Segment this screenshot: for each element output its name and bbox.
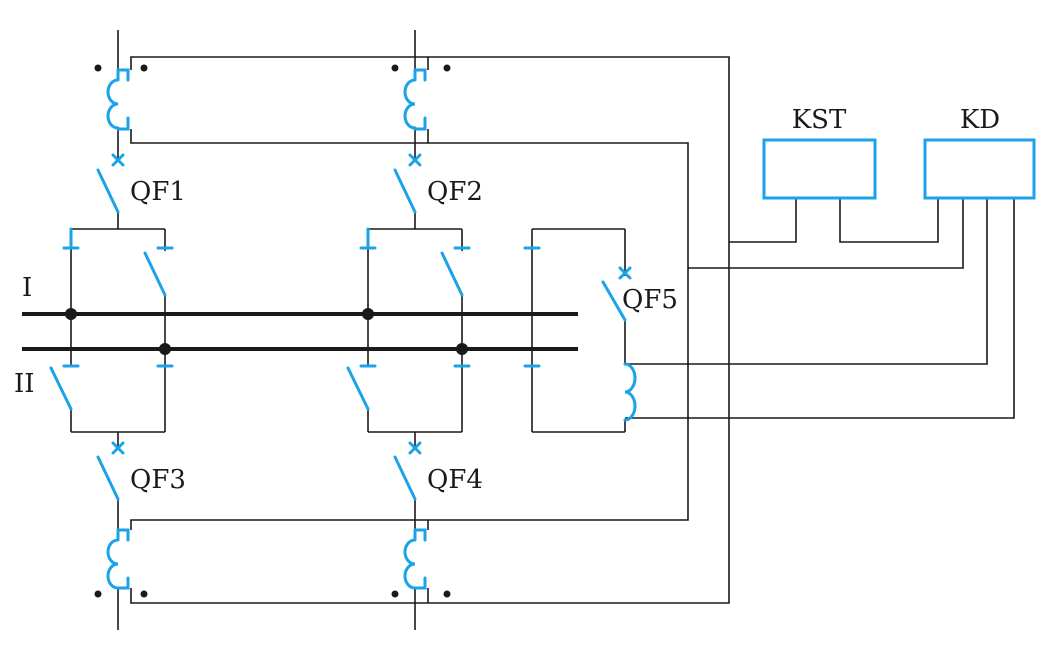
ct4-coil-icon bbox=[403, 528, 427, 590]
ct5-coil-icon bbox=[623, 362, 637, 422]
kst-label: KST bbox=[792, 105, 847, 135]
polarity-dots bbox=[94, 64, 451, 598]
qf4-x-icon bbox=[408, 441, 422, 455]
kst-box bbox=[762, 138, 877, 200]
qf1-x-icon bbox=[111, 153, 125, 167]
relay-kd: KD bbox=[923, 105, 1036, 200]
kd-label: KD bbox=[960, 105, 1000, 135]
qf5-blade bbox=[601, 280, 627, 322]
qf2-blade bbox=[393, 168, 417, 214]
ct2-coil-icon bbox=[403, 68, 427, 131]
busbar-2-label: II bbox=[14, 369, 35, 399]
qf1-label: QF1 bbox=[130, 177, 186, 207]
qf4-label: QF4 bbox=[427, 465, 483, 495]
breakers bbox=[96, 153, 632, 501]
qf3-x-icon bbox=[111, 441, 125, 455]
kd-box bbox=[923, 138, 1036, 200]
disconnectors bbox=[49, 227, 541, 411]
ct-coils bbox=[106, 68, 637, 590]
qf5-x-icon bbox=[618, 266, 632, 280]
ct1-coil-icon bbox=[106, 68, 130, 131]
qf2-x-icon bbox=[408, 153, 422, 167]
qf2-label: QF2 bbox=[427, 177, 483, 207]
qf5-label: QF5 bbox=[622, 285, 678, 315]
wiring bbox=[70, 30, 1015, 630]
busbars bbox=[22, 312, 578, 351]
breaker-labels: QF1 QF2 QF3 QF4 QF5 bbox=[130, 177, 678, 495]
junction-dots bbox=[65, 308, 468, 355]
ct3-coil-icon bbox=[106, 528, 130, 590]
busbar-1-label: I bbox=[22, 273, 32, 303]
qf3-blade bbox=[96, 455, 120, 501]
qf3-label: QF3 bbox=[130, 465, 186, 495]
relay-kst: KST bbox=[762, 105, 877, 200]
qf1-blade bbox=[96, 168, 120, 214]
qf4-blade bbox=[393, 455, 417, 501]
